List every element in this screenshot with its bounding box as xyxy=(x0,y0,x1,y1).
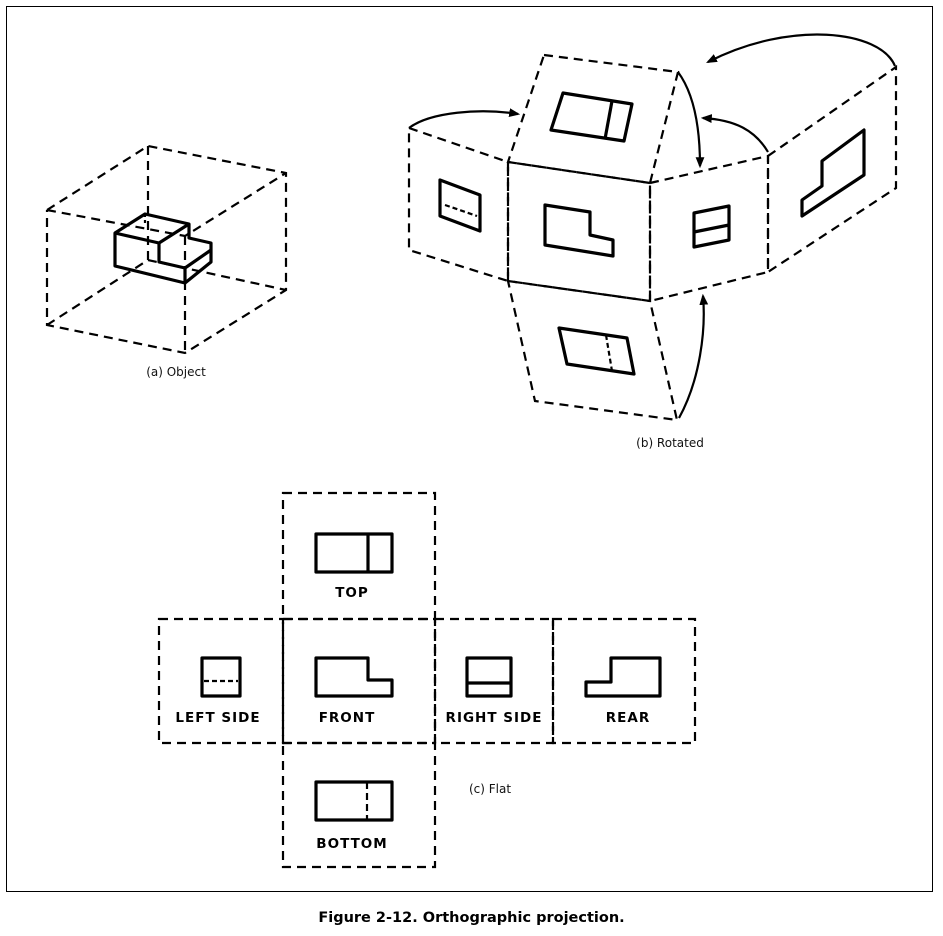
rotate-arrow-right xyxy=(700,114,769,153)
rotated-right-face xyxy=(648,154,770,303)
flat-front-shape xyxy=(314,656,394,698)
label-right-side: RIGHT SIDE xyxy=(446,710,543,726)
rotate-arrow-rear xyxy=(706,33,897,67)
label-rear: REAR xyxy=(606,710,650,726)
flat-left-shape xyxy=(200,656,242,698)
label-top: TOP xyxy=(335,585,369,601)
flat-right-shape xyxy=(465,656,513,698)
label-bottom: BOTTOM xyxy=(316,836,387,852)
bottom-view-shape xyxy=(557,326,636,376)
figure-frame xyxy=(6,6,933,892)
flat-caption: (c) Flat xyxy=(469,782,511,796)
rotate-arrow-left xyxy=(408,108,521,129)
flat-rear-shape xyxy=(584,656,662,698)
rear-view-shape xyxy=(800,128,866,218)
flat-rear-cell xyxy=(551,617,697,745)
rotated-front-face xyxy=(506,160,652,303)
top-view-shape xyxy=(549,91,634,143)
object-panel: (a) Object xyxy=(45,144,288,379)
flat-top-shape xyxy=(314,532,394,574)
rotate-arrow-top xyxy=(677,71,705,169)
rotated-left-face xyxy=(407,126,510,283)
glass-box xyxy=(45,144,288,355)
label-left-side: LEFT SIDE xyxy=(175,710,260,726)
flat-panel: TOP LEFT SIDE FRONT RIGHT SIDE REAR BOTT… xyxy=(157,491,697,869)
figure-caption: Figure 2-12. Orthographic projection. xyxy=(318,910,625,926)
right-view-shape xyxy=(692,204,731,249)
flat-left-cell xyxy=(157,617,285,745)
left-view-shape xyxy=(438,178,482,233)
rotate-arrow-bottom xyxy=(678,293,709,419)
flat-bottom-cell xyxy=(281,741,437,869)
rotated-bottom-face xyxy=(506,279,679,422)
rotated-caption: (b) Rotated xyxy=(636,436,704,450)
step-block-object xyxy=(113,212,213,285)
object-caption: (a) Object xyxy=(146,365,206,379)
rotated-panel: (b) Rotated xyxy=(407,33,898,450)
label-front: FRONT xyxy=(319,710,376,726)
front-view-shape xyxy=(543,203,615,258)
flat-bottom-shape xyxy=(314,780,394,822)
rotated-top-face xyxy=(506,53,680,185)
rotated-rear-face xyxy=(766,64,898,275)
